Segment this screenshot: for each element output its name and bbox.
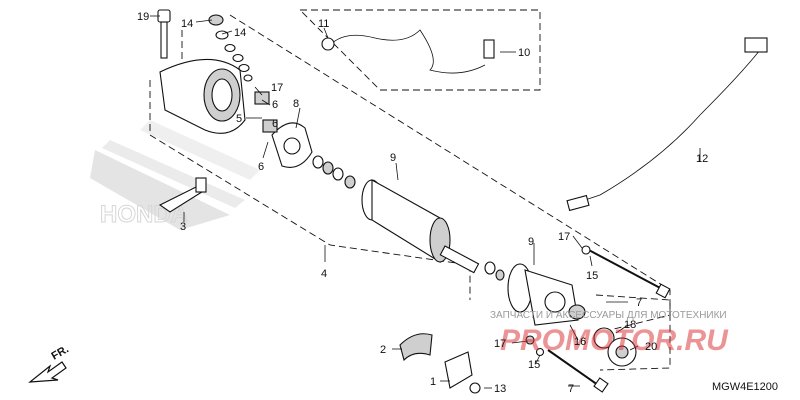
cable-kit-box (298, 9, 541, 91)
bearing-kit-box (595, 294, 671, 371)
callout-6a: 6 (272, 99, 278, 111)
bracket-1 (444, 351, 481, 394)
callout-7a: 7 (636, 297, 642, 309)
assembly-boundary-top (229, 14, 671, 331)
callout-12: 12 (696, 153, 708, 165)
callout-11: 11 (318, 18, 329, 30)
starter-rear-cover (507, 263, 586, 326)
callout-9b: 9 (528, 236, 534, 248)
honda-wing-watermark: HONDA (90, 120, 260, 230)
callout-17c: 17 (494, 338, 506, 350)
callout-17b: 17 (558, 231, 570, 243)
starter-cable-10 (321, 29, 495, 74)
washer-stack (208, 14, 253, 82)
callout-10: 10 (518, 47, 530, 59)
protector-2 (399, 333, 433, 362)
end-washers (484, 261, 505, 281)
shop-watermark: PROMOTOR.RU (500, 324, 729, 357)
callout-4: 4 (321, 268, 327, 280)
leader-lines (150, 15, 701, 389)
shop-tagline-watermark: ЗАПЧАСТИ И АКСЕССУАРЫ ДЛЯ МОТОТЕХНИКИ (490, 310, 727, 321)
callout-14a: 14 (181, 18, 193, 30)
callout-6b: 6 (272, 118, 278, 130)
front-indicator: FR. (50, 343, 71, 362)
brush-holder-8 (254, 91, 313, 168)
ground-cable-12 (566, 37, 768, 212)
callout-17a: 17 (271, 82, 283, 94)
callout-7b: 7 (568, 383, 574, 395)
callout-5: 5 (236, 113, 242, 125)
through-bolt-upper (584, 247, 671, 299)
callout-2: 2 (380, 344, 386, 356)
motor-armature (361, 179, 480, 274)
small-fasteners (525, 245, 591, 357)
callout-19: 19 (137, 11, 149, 23)
front-arrow-icon (28, 361, 67, 383)
shim-washers (312, 155, 356, 189)
callout-15b: 15 (528, 359, 540, 371)
callout-14b: 14 (234, 27, 246, 39)
callout-1: 1 (430, 376, 436, 388)
long-bolt-19 (157, 9, 171, 59)
callout-13: 13 (494, 383, 506, 395)
assembly-boundary-4 (149, 80, 471, 300)
stay-3 (158, 177, 207, 213)
callout-18: 18 (624, 319, 636, 331)
callout-16: 16 (574, 336, 586, 348)
callout-6c: 6 (258, 161, 264, 173)
diagram-code: MGW4E1200 (712, 381, 778, 393)
callout-3: 3 (180, 221, 186, 233)
callout-8: 8 (293, 98, 299, 110)
starter-front-housing (159, 58, 246, 134)
through-bolt-lower (547, 349, 609, 393)
bearing-assembly (593, 327, 637, 367)
callout-20: 20 (645, 341, 657, 353)
callout-9a: 9 (390, 152, 396, 164)
callout-numbers: 19 14 14 17 6 8 5 6 6 9 11 10 12 3 4 9 1… (137, 11, 708, 395)
callout-15a: 15 (586, 270, 598, 282)
